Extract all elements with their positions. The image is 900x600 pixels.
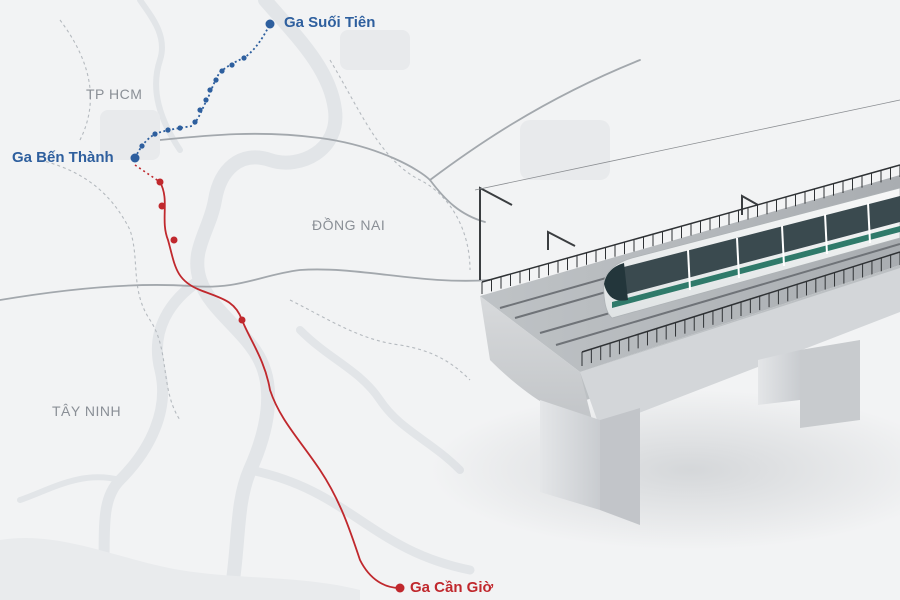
pier-front-left	[540, 400, 600, 510]
catenary-wire	[474, 99, 900, 191]
railing-posts	[481, 165, 900, 366]
urban-block-hcm	[100, 110, 160, 160]
urban-block-east	[520, 120, 610, 180]
can-gio-route	[159, 181, 401, 589]
river-east	[296, 326, 464, 474]
stop-dot	[192, 119, 198, 125]
highway-north	[159, 59, 641, 182]
elevated-viaduct-illustration	[430, 99, 900, 550]
stop-dot	[241, 55, 247, 61]
train-car-joint	[736, 237, 740, 279]
train-windows	[612, 196, 900, 298]
rivers	[17, 0, 475, 600]
urban-texture	[100, 30, 610, 180]
train-cab-window	[604, 263, 628, 301]
train-car-joints	[687, 202, 871, 291]
stop-dot	[170, 236, 178, 244]
stop-dot	[213, 77, 219, 83]
border-north	[59, 19, 91, 141]
urban-block-bienhoa	[340, 30, 410, 70]
pier-back-right	[800, 340, 860, 428]
deck-end-face	[480, 296, 592, 420]
can-gio-station-dot	[395, 583, 405, 593]
can-gio-line	[134, 164, 405, 593]
can-gio-connector	[134, 164, 161, 183]
pier-back-left	[758, 350, 800, 405]
rail	[555, 243, 900, 346]
region-label-tayninh: TÂY NINH	[52, 403, 122, 419]
train-car-joint	[867, 202, 871, 244]
stop-dot	[139, 143, 145, 149]
river-estuary	[245, 465, 475, 575]
suoi-tien-station-dot	[265, 19, 275, 29]
station-label-suoi-tien: Ga Suối Tiên	[284, 14, 376, 31]
ben-thanh-station-dot	[130, 153, 140, 163]
train-car-joint	[781, 225, 785, 267]
metro-train	[603, 187, 900, 319]
highways	[0, 59, 641, 301]
train-car-joint	[687, 249, 691, 291]
station-label-can-gio: Ga Cần Giờ	[410, 579, 494, 596]
stop-dot	[229, 62, 235, 68]
stop-dot	[156, 178, 164, 186]
highway-spur	[429, 179, 486, 223]
stop-dot	[152, 131, 158, 137]
border-hcm-dongnai	[329, 59, 471, 271]
train-stripe	[612, 226, 900, 308]
stop-dot	[197, 107, 203, 113]
stop-dot	[165, 127, 171, 133]
river-north	[137, 0, 183, 153]
can-gio-stops	[156, 178, 405, 593]
stop-dot	[219, 68, 225, 74]
river-west	[94, 274, 206, 600]
stop-dot	[177, 125, 183, 131]
region-label-dongnai: ĐỒNG NAI	[312, 217, 386, 233]
sea-area	[0, 537, 360, 600]
catenary-pole	[479, 186, 513, 280]
pier-front-right	[600, 408, 640, 525]
metro-line-1	[130, 19, 275, 163]
highway-central	[0, 268, 491, 301]
river-sw	[17, 474, 123, 503]
catenary-pole	[547, 230, 576, 250]
deck-side	[580, 268, 900, 428]
region-label-hcm: TP HCM	[86, 86, 143, 102]
train-car-joint	[824, 213, 828, 255]
stop-dot	[158, 202, 166, 210]
province-borders	[39, 19, 471, 421]
stop-dot	[203, 97, 209, 103]
station-label-ben-thanh: Ga Bến Thành	[12, 149, 114, 166]
stop-dot	[238, 316, 246, 324]
metro-line-1-stops	[130, 19, 275, 163]
stop-dot	[207, 87, 213, 93]
